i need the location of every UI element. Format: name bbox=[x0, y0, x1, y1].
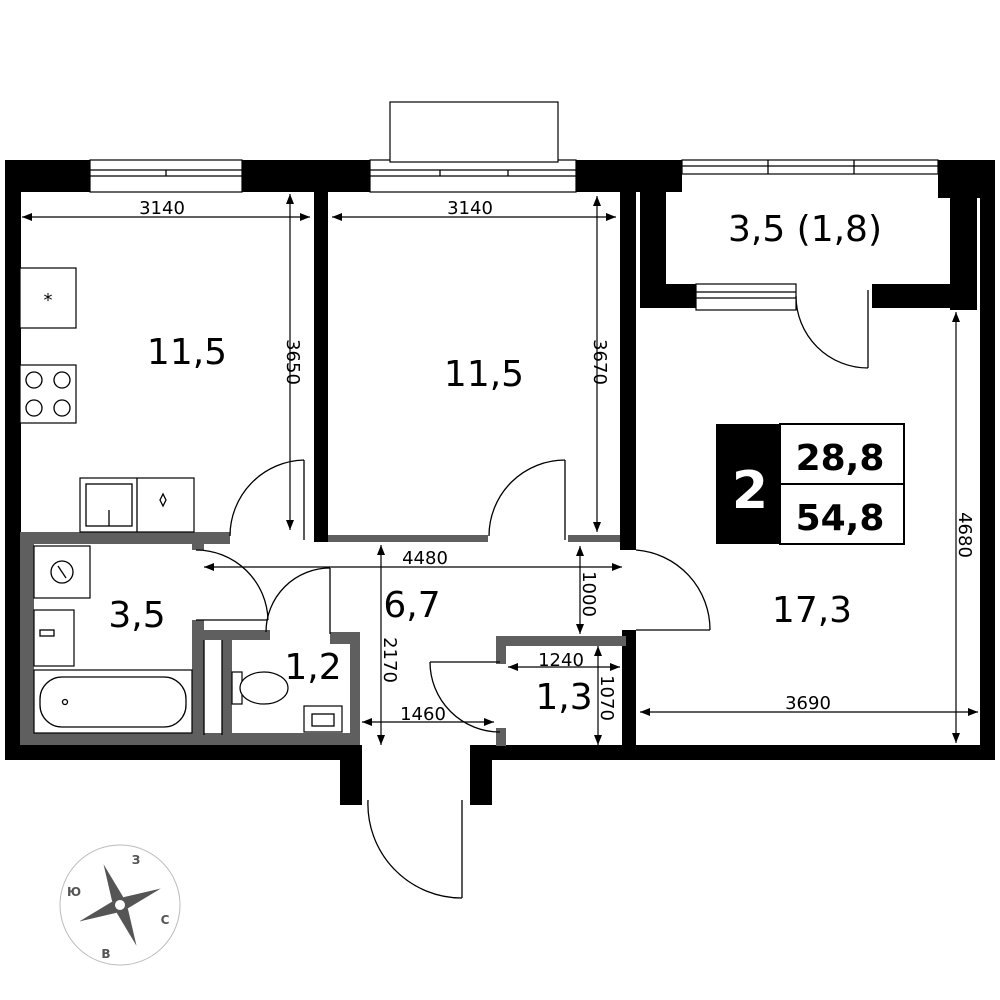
stove bbox=[19, 364, 77, 424]
total-area: 54,8 bbox=[796, 498, 885, 539]
room-area-balcony: 3,5 (1,8) bbox=[728, 209, 882, 250]
window-kitchen bbox=[89, 159, 243, 193]
room-area-hall: 6,7 bbox=[383, 585, 440, 626]
compass-label-east: С bbox=[161, 913, 170, 927]
outer-walls bbox=[5, 160, 995, 805]
compass-label-north: З bbox=[132, 853, 141, 867]
dim-hall-length: 4480 bbox=[402, 548, 448, 569]
room-area-living: 17,3 bbox=[772, 590, 852, 631]
room-area-bathroom: 3,5 bbox=[108, 595, 165, 636]
fridge: * bbox=[19, 267, 77, 329]
door-living bbox=[635, 549, 711, 631]
window-balcony bbox=[681, 159, 939, 175]
bathtub bbox=[33, 669, 193, 734]
area-badge: 2 28,8 54,8 bbox=[716, 423, 905, 545]
dim-living-width: 3690 bbox=[785, 693, 831, 714]
dim-entry-width: 1460 bbox=[400, 704, 446, 725]
compass-label-south: В bbox=[101, 947, 110, 961]
bathroom-sink bbox=[33, 609, 75, 667]
door-kitchen bbox=[229, 459, 305, 540]
room-area-storage: 1,3 bbox=[535, 677, 592, 718]
toilet bbox=[231, 671, 289, 705]
door-wc bbox=[265, 567, 331, 634]
room-area-kitchen: 11,5 bbox=[147, 332, 227, 373]
dimension-lines bbox=[22, 194, 978, 745]
dim-bedroom-depth: 3670 bbox=[589, 339, 610, 385]
dim-bedroom-width: 3140 bbox=[447, 198, 493, 219]
door-balcony bbox=[795, 290, 869, 369]
washing-machine bbox=[33, 545, 91, 599]
dim-corridor-depth: 1000 bbox=[578, 571, 599, 617]
wc-sink bbox=[303, 705, 343, 733]
balcony-door-frame bbox=[695, 283, 797, 311]
dim-kitchen-depth: 3650 bbox=[282, 339, 303, 385]
interior-walls bbox=[20, 190, 952, 748]
dim-living-depth: 4680 bbox=[954, 512, 975, 558]
door-storage bbox=[429, 661, 501, 733]
dim-storage-depth: 1070 bbox=[596, 675, 617, 721]
dim-storage-width: 1240 bbox=[538, 650, 584, 671]
compass-label-west: Ю bbox=[67, 885, 81, 899]
door-bedroom bbox=[488, 459, 566, 540]
rooms-count: 2 bbox=[732, 461, 768, 521]
living-area: 28,8 bbox=[796, 438, 885, 479]
snowflake-icon: * bbox=[44, 290, 53, 311]
door-bathroom bbox=[195, 549, 269, 621]
room-area-bedroom: 11,5 bbox=[444, 354, 524, 395]
compass-rose-icon: З В С Ю bbox=[59, 844, 181, 966]
window-bedroom bbox=[369, 159, 577, 193]
room-area-wc: 1,2 bbox=[284, 647, 341, 688]
dim-kitchen-width: 3140 bbox=[139, 198, 185, 219]
kitchen-sink bbox=[79, 477, 195, 533]
door-entrance bbox=[367, 799, 463, 899]
dim-hall-width: 2170 bbox=[379, 637, 400, 683]
ac-unit bbox=[389, 101, 559, 163]
